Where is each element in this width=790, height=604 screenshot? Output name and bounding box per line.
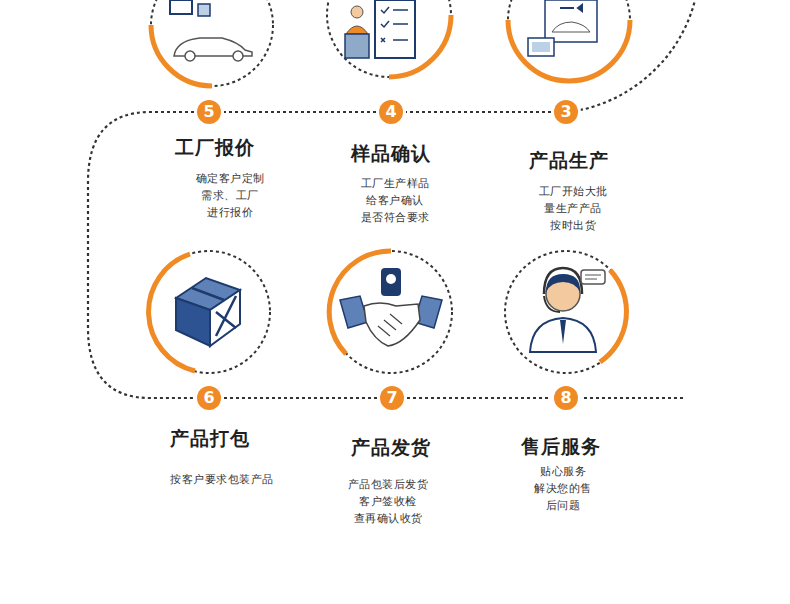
step-circle	[148, 251, 270, 373]
step-badge: 4样品确认工厂生产样品 给客户确认 是否符合要求	[379, 100, 403, 124]
step-circle	[329, 251, 452, 373]
step-description: 工厂开始大批 量生产产品 按时出货	[539, 183, 608, 234]
step-circle	[505, 251, 627, 373]
step-title: 产品生产	[529, 149, 609, 172]
step-title: 工厂报价	[175, 136, 255, 159]
step-number: 7	[386, 390, 397, 406]
step-description: 产品包装后发货 客户签收检 查再确认收货	[348, 476, 429, 527]
step-title: 产品发货	[351, 436, 431, 459]
dotted-connector	[407, 397, 551, 399]
dotted-connector	[224, 111, 376, 113]
dotted-connector	[406, 111, 551, 113]
step-badge: 6产品打包按客户要求包装产品	[197, 386, 221, 410]
step-badge: 5工厂报价确定客户定制 需求、工厂 进行报价	[197, 100, 221, 124]
step-number: 4	[385, 104, 396, 120]
step-badge: 7产品发货产品包装后发货 客户签收检 查再确认收货	[380, 386, 404, 410]
step-title: 产品打包	[170, 427, 250, 450]
step-number: 6	[203, 390, 214, 406]
step-circle	[327, 0, 451, 77]
step-title: 样品确认	[351, 142, 431, 165]
dotted-connector	[224, 397, 377, 399]
step-description: 工厂生产样品 给客户确认 是否符合要求	[361, 175, 430, 226]
step-badge: 8售后服务贴心服务 解决您的售 后问题	[554, 386, 578, 410]
step-number: 5	[203, 104, 214, 120]
step-number: 8	[560, 390, 571, 406]
step-description: 按客户要求包装产品	[170, 471, 274, 488]
step-number: 3	[560, 104, 571, 120]
step-circle	[508, 0, 630, 81]
step-badge: 3产品生产工厂开始大批 量生产产品 按时出货	[554, 100, 578, 124]
step-title: 售后服务	[521, 435, 601, 458]
step-description: 贴心服务 解决您的售 后问题	[534, 463, 592, 514]
step-description: 确定客户定制 需求、工厂 进行报价	[196, 170, 265, 221]
step-circle	[151, 0, 273, 86]
